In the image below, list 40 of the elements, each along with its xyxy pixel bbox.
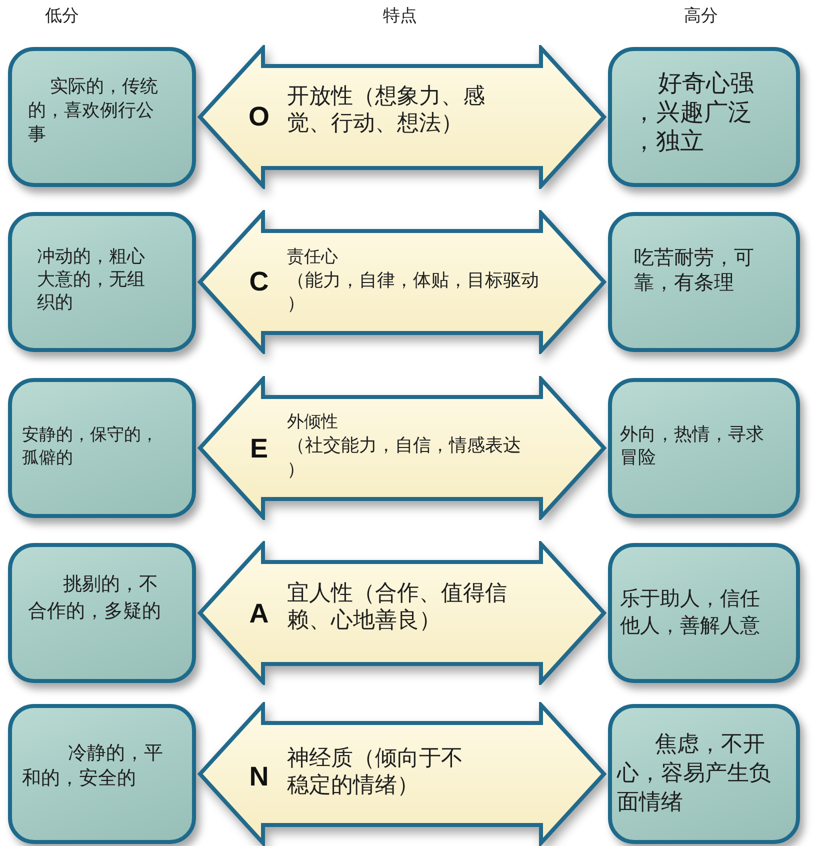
score-description: 冲动的，粗心大意的，无组织的 xyxy=(37,245,146,314)
score-description: 好奇心强，兴趣广泛，独立 xyxy=(632,69,755,156)
double-arrow xyxy=(197,541,607,685)
score-box xyxy=(8,543,196,683)
score-box xyxy=(8,704,196,844)
trait-description: 责任心 xyxy=(287,246,339,269)
score-box xyxy=(608,378,800,518)
trait-letter: A xyxy=(249,600,269,628)
double-arrow xyxy=(197,210,607,354)
trait-letter: E xyxy=(250,436,268,462)
score-description: 焦虑，不开心，容易产生负面情绪 xyxy=(617,731,772,817)
trait-description: 开放性（想象力、感觉、行动、想法） xyxy=(287,83,486,137)
double-arrow xyxy=(197,702,607,846)
column-header: 高分 xyxy=(684,6,718,26)
score-description: 吃苦耐劳，可靠，有条理 xyxy=(634,245,755,295)
column-header: 低分 xyxy=(45,6,79,26)
column-header: 特点 xyxy=(383,6,417,26)
trait-description: （社交能力，自信，情感表达） xyxy=(287,434,522,482)
score-description: 实际的，传统的，喜欢例行公事 xyxy=(28,75,159,147)
trait-description: 神经质（倾向于不稳定的情绪） xyxy=(287,745,464,799)
score-description: 乐于助人，信任他人，善解人意 xyxy=(620,585,761,639)
trait-letter: O xyxy=(248,104,270,130)
score-box xyxy=(608,543,800,683)
trait-description: （能力，自律，体贴，目标驱动） xyxy=(287,269,540,315)
trait-description: 宜人性（合作、值得信赖、心地善良） xyxy=(287,580,508,634)
score-box xyxy=(8,212,196,352)
score-description: 冷静的，平和的，安全的 xyxy=(22,741,164,791)
score-box xyxy=(608,212,800,352)
score-description: 外向，热情，寻求冒险 xyxy=(620,423,765,469)
score-box xyxy=(608,704,800,844)
trait-description: 外倾性 xyxy=(287,411,339,434)
trait-letter: N xyxy=(249,764,269,790)
score-description: 安静的，保守的，孤僻的 xyxy=(22,424,159,470)
trait-letter: C xyxy=(249,268,269,296)
double-arrow xyxy=(197,376,607,520)
score-description: 挑剔的，不合作的，多疑的 xyxy=(28,572,162,624)
score-box xyxy=(8,47,196,187)
score-box xyxy=(8,378,196,518)
score-box xyxy=(608,47,800,187)
double-arrow xyxy=(197,45,607,189)
